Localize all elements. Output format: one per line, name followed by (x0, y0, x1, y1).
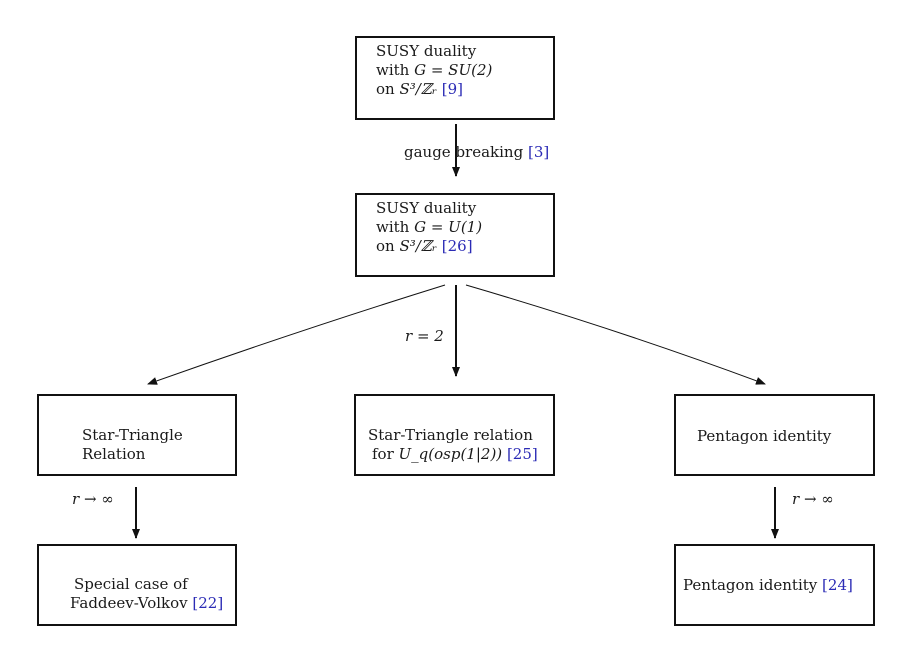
edge-label-left-r-infinity: r → ∞ (72, 490, 114, 508)
ref-22: [22] (192, 594, 224, 612)
edge-label-r-2: r = 2 (405, 327, 444, 345)
node-pentagon (674, 394, 875, 476)
node-u1-math: G = U(1) (414, 218, 483, 236)
ref-9: [9] (441, 80, 463, 98)
gauge-breaking-text: gauge breaking (404, 143, 524, 161)
node-star-triangle-line1: Star-Triangle (82, 426, 183, 444)
node-su2-line3-pre: on (376, 80, 400, 98)
node-su2-line3: on S³/ℤᵣ [9] (376, 80, 492, 99)
edge-mid-right (465, 284, 766, 385)
node-u1-duality (355, 193, 555, 277)
node-u1-line1: SUSY duality (376, 199, 477, 217)
edge-label-right-r-infinity: r → ∞ (792, 490, 834, 508)
node-u1-line3-pre: on (376, 237, 400, 255)
node-fv-line1: Special case of (74, 575, 188, 593)
node-faddeev-volkov-text: Special case of Faddeev-Volkov [22] (70, 575, 223, 613)
node-osp-line2-pre: for (372, 445, 399, 463)
node-osp-line2: for U_q(osp(1|2)) [25] (368, 445, 538, 464)
node-u1-line3: on S³/ℤᵣ [26] (376, 237, 482, 256)
node-u1-text: SUSY duality with G = U(1) on S³/ℤᵣ [26] (376, 199, 482, 256)
edge-label-gauge-breaking: gauge breaking [3] (404, 143, 549, 161)
node-pentagon-text: Pentagon identity (697, 427, 831, 446)
node-faddeev-volkov (37, 544, 237, 626)
node-su2-math: G = SU(2) (414, 61, 493, 79)
node-su2-text: SUSY duality with G = SU(2) on S³/ℤᵣ [9] (376, 42, 492, 99)
ref-3: [3] (527, 143, 550, 161)
node-star-triangle-text: Star-Triangle Relation (82, 426, 183, 464)
node-star-triangle-osp-text: Star-Triangle relation for U_q(osp(1|2))… (368, 426, 538, 464)
node-osp-math: U_q(osp(1|2)) (398, 445, 503, 463)
node-u1-line2: with G = U(1) (376, 218, 482, 237)
ref-26: [26] (441, 237, 473, 255)
node-su2-line2-pre: with (376, 61, 415, 79)
node-su2-line1: SUSY duality (376, 42, 477, 60)
node-pir-line1: Pentagon identity [24] (683, 576, 853, 595)
node-pentagon-line1: Pentagon identity (697, 427, 832, 445)
node-star-triangle (37, 394, 237, 476)
node-pir-text: Pentagon identity (683, 576, 818, 594)
node-star-triangle-osp (354, 394, 555, 476)
node-u1-line2-pre: with (376, 218, 415, 236)
edge-mid-left (147, 284, 446, 385)
node-u1-space: S³/ℤᵣ (399, 237, 437, 255)
node-fv-line2: Faddeev-Volkov [22] (70, 594, 223, 613)
ref-24: [24] (822, 576, 853, 594)
node-pentagon-ref-text: Pentagon identity [24] (683, 576, 853, 595)
node-su2-space: S³/ℤᵣ (399, 80, 437, 98)
ref-25: [25] (506, 445, 538, 463)
node-osp-line1: Star-Triangle relation (368, 426, 533, 444)
node-pentagon-identity-ref (674, 544, 875, 626)
node-star-triangle-line2: Relation (82, 445, 146, 463)
node-su2-line2: with G = SU(2) (376, 61, 492, 80)
node-su2-duality (355, 36, 555, 120)
node-fv-line2-text: Faddeev-Volkov (70, 594, 188, 612)
